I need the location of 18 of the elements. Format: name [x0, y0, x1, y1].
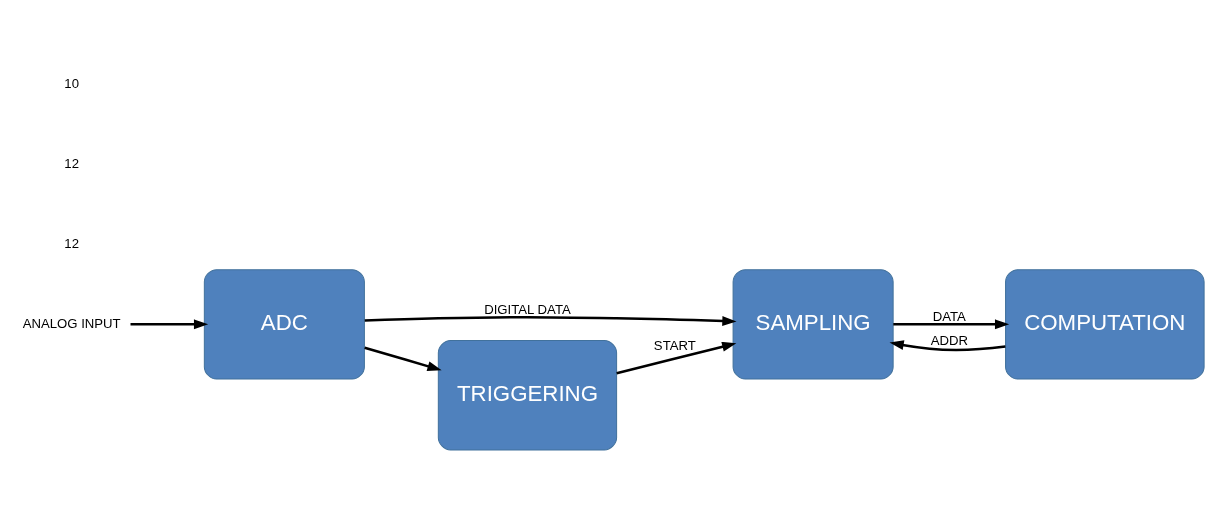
arrow [364, 345, 442, 371]
arrow [364, 315, 737, 326]
arrow [889, 339, 1006, 351]
node-text: ANALOG INPUT [22, 315, 121, 331]
arrow [616, 341, 737, 374]
node-box: SAMPLING [732, 268, 894, 380]
node-box: COMPUTATION [1005, 268, 1205, 380]
node-box: TRIGGERING [437, 339, 618, 450]
arrow [893, 318, 1010, 329]
label: 12 [64, 235, 79, 251]
label: 10 [64, 75, 79, 91]
label: 12 [64, 155, 79, 171]
edge-label: ADDR [930, 332, 968, 348]
edge-label: DATA [932, 308, 966, 324]
edge-label: DIGITAL DATA [484, 301, 571, 317]
node-box: ADC [203, 268, 365, 380]
arrow [130, 318, 209, 329]
edge-label: START [653, 337, 696, 353]
